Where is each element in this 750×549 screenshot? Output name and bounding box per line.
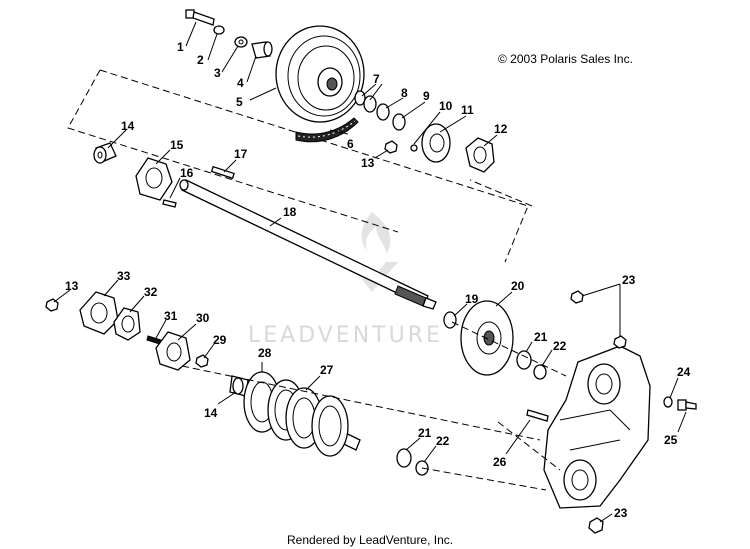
callout-22-bottom: 22 — [436, 434, 450, 448]
callout-13-bottom: 13 — [65, 279, 79, 293]
ring-part-7 — [354, 90, 366, 106]
ring-part-8 — [376, 103, 390, 121]
chaincase-housing — [543, 345, 651, 509]
callout-14-top: 14 — [121, 119, 135, 133]
callout-labels: 1 2 3 4 5 6 7 8 9 10 11 12 13 14 15 16 1… — [65, 40, 691, 520]
gasket-part-32 — [113, 307, 141, 341]
track-driver-part-27 — [285, 387, 349, 457]
footer-text: Rendered by LeadVenture, Inc. — [287, 533, 453, 547]
sprocket-part-5 — [275, 25, 365, 123]
flange-part-12 — [465, 137, 495, 173]
shaft-part-18 — [179, 179, 437, 310]
callout-5: 5 — [236, 95, 243, 109]
bearing-part-21-top — [516, 350, 532, 370]
bolt-part-16 — [162, 199, 177, 208]
callout-7: 7 — [373, 72, 380, 86]
callout-11: 11 — [461, 103, 474, 117]
callout-6: 6 — [347, 137, 354, 151]
key-part-17 — [210, 165, 235, 180]
callout-9: 9 — [423, 89, 430, 103]
callout-22-top: 22 — [553, 339, 567, 353]
brake-disc-part-20 — [460, 300, 514, 376]
ring-part-9 — [392, 113, 406, 131]
callout-26: 26 — [493, 455, 507, 469]
callout-18: 18 — [283, 205, 297, 219]
callout-17: 17 — [234, 147, 248, 161]
chain-part-6 — [295, 117, 359, 143]
callout-10: 10 — [439, 99, 453, 113]
flange-part-33 — [79, 291, 119, 335]
callout-1: 1 — [177, 40, 184, 54]
nut-part-23-b — [613, 335, 627, 349]
assembly-outline-bottom — [181, 321, 567, 491]
assembly-outline-top — [67, 69, 533, 263]
callout-14-bottom: 14 — [204, 406, 218, 420]
leader-lines — [53, 21, 687, 523]
callout-31: 31 — [164, 309, 178, 323]
callout-12: 12 — [494, 122, 508, 136]
callout-23-top: 23 — [622, 273, 636, 287]
callout-32: 32 — [144, 285, 158, 299]
callout-16: 16 — [180, 166, 194, 180]
callout-29: 29 — [213, 333, 227, 347]
washer-part-2 — [213, 25, 225, 35]
callout-13-top: 13 — [361, 156, 375, 170]
bolt-part-1 — [185, 9, 215, 26]
nut-part-23-c — [588, 517, 604, 534]
flange-part-15 — [135, 157, 173, 201]
pin-part-10 — [410, 144, 418, 152]
callout-3: 3 — [214, 66, 221, 80]
nut-part-29 — [195, 354, 209, 368]
watermark-text: LEADVENTURE — [248, 323, 443, 348]
callout-21-top: 21 — [534, 330, 548, 344]
seal-part-22-top — [533, 364, 547, 380]
washer-part-24 — [663, 396, 673, 408]
callout-27: 27 — [320, 363, 334, 377]
bearing-part-14-top — [93, 142, 117, 164]
callout-15: 15 — [170, 138, 184, 152]
bolt-part-25 — [677, 399, 697, 411]
callout-25: 25 — [664, 433, 678, 447]
callout-28: 28 — [258, 346, 272, 360]
copyright-text: © 2003 Polaris Sales Inc. — [498, 52, 633, 66]
plate-part-30 — [155, 331, 191, 371]
washer-part-3 — [234, 36, 248, 48]
callout-33: 33 — [117, 269, 131, 283]
retainer-ring-part-19 — [443, 311, 457, 329]
callout-8: 8 — [401, 86, 408, 100]
callout-30: 30 — [196, 311, 210, 325]
bolt-part-26 — [526, 409, 549, 422]
callout-4: 4 — [237, 76, 244, 90]
callout-23-bottom: 23 — [614, 506, 628, 520]
nut-part-13-bottom — [45, 298, 59, 312]
callout-21-bottom: 21 — [418, 426, 432, 440]
bearing-plate-part-11 — [421, 123, 451, 163]
callout-20: 20 — [511, 279, 525, 293]
callout-19: 19 — [465, 292, 479, 306]
ring-part-7b — [363, 95, 377, 113]
nut-part-23-a — [570, 290, 584, 304]
bearing-part-14-bottom — [232, 377, 244, 395]
bearing-part-21-bottom — [396, 448, 412, 468]
bushing-part-4 — [251, 41, 273, 59]
callout-24: 24 — [677, 365, 691, 379]
callout-2: 2 — [197, 53, 204, 67]
